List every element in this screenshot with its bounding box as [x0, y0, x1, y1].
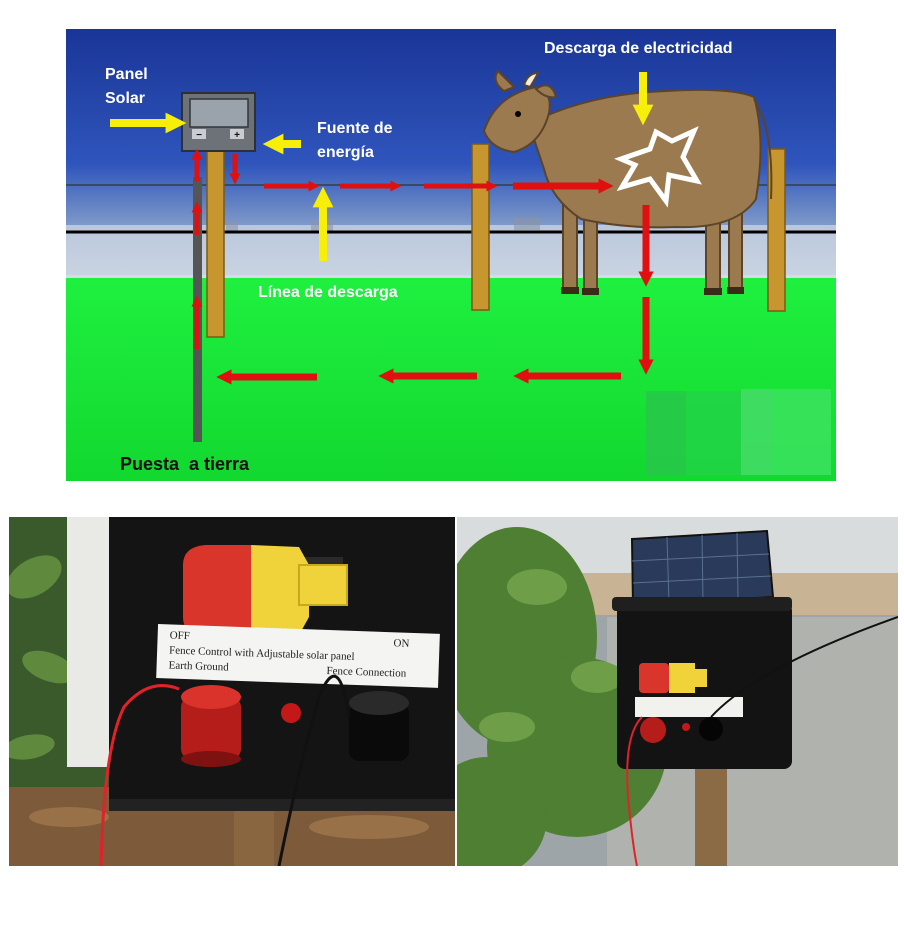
- fence-post-left: [207, 149, 224, 337]
- label-discharge-line: Línea de descarga: [258, 284, 398, 301]
- terminal-label-sticker: [635, 697, 743, 717]
- solar-controller-device: [182, 93, 255, 151]
- fence-connection-terminal: [349, 691, 409, 761]
- earth-ground-terminal: [640, 717, 666, 743]
- indicator-light: [682, 723, 690, 731]
- fence-diagram: − + Panel Solar Fuente de energía Descar…: [66, 29, 836, 481]
- device-minus-symbol: −: [196, 130, 202, 141]
- solar-panel: [632, 531, 773, 605]
- label-on: ON: [393, 637, 409, 650]
- label-off: OFF: [169, 629, 190, 642]
- label-solar-panel-line1: Panel: [105, 66, 148, 83]
- label-power-source-line2: energía: [317, 144, 374, 161]
- fence-connection-terminal: [699, 717, 723, 741]
- fence-post-middle: [472, 144, 489, 310]
- label-power-source-line1: Fuente de: [317, 120, 393, 137]
- photo-energizer-on-post: [457, 517, 898, 866]
- grass-pixel-patch: [646, 389, 831, 475]
- indicator-light: [281, 703, 301, 723]
- label-earth-ground: Earth Ground: [168, 659, 229, 673]
- cow-eye: [515, 111, 521, 117]
- label-solar-panel-line2: Solar: [105, 90, 145, 107]
- photo-energizer-closeup: OFF ON Fence Control with Adjustable sol…: [9, 517, 455, 866]
- earth-ground-terminal: [181, 685, 241, 767]
- label-ground: Puesta a tierra: [120, 454, 250, 474]
- device-plus-symbol: +: [234, 130, 240, 141]
- label-shock: Descarga de electricidad: [544, 40, 733, 57]
